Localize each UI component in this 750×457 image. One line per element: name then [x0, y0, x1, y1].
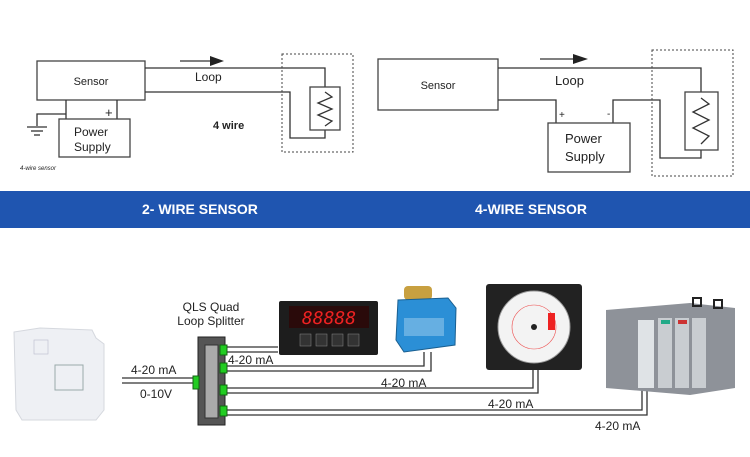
resistor-box: [684, 91, 719, 151]
loop-label: Loop: [555, 73, 584, 88]
loop-wire-top: [145, 67, 326, 90]
right-wiring-diagram: Sensor Loop Power Supply + -: [377, 49, 734, 177]
sensor-label: Sensor: [74, 76, 109, 88]
loop-splitter-diagram: 4-20 mA 0-10V QLS Quad Loop Splitter 4-2…: [13, 284, 735, 433]
section-banner: 2- WIRE SENSOR 4-WIRE SENSOR: [0, 191, 750, 228]
output-connector: [219, 344, 228, 356]
input-connector: [192, 375, 200, 390]
power-supply-label-2: Supply: [74, 140, 111, 154]
loop-wire-bottom: [145, 91, 326, 139]
loop-wire-minus: [612, 99, 702, 159]
ground-wire: [36, 113, 66, 126]
power-supply-box: [58, 118, 131, 158]
panel-meter-image: 88888: [279, 301, 378, 355]
splitter-label-2: Loop Splitter: [177, 314, 244, 328]
minus-label: -: [607, 109, 610, 120]
splitter-label-1: QLS Quad: [183, 300, 240, 314]
dashed-enclosure: [281, 53, 354, 153]
input-label-voltage: 0-10V: [140, 387, 172, 401]
wire-label: 4 wire: [213, 120, 244, 132]
arrow-icon: [573, 54, 588, 64]
plus-label: +: [559, 110, 565, 121]
chart-recorder-image: [486, 284, 582, 370]
plc-image: [606, 297, 735, 395]
power-supply-label-1: Power: [565, 131, 603, 146]
output-connector: [219, 362, 228, 374]
resistor-box: [309, 86, 341, 131]
output-label-recorder: 4-20 mA: [488, 397, 533, 411]
power-supply-label-2: Supply: [565, 149, 605, 164]
output-label-meter: 4-20 mA: [228, 353, 273, 367]
output-label-plc: 4-20 mA: [595, 419, 640, 433]
caption: 4-wire sensor: [20, 166, 57, 172]
power-supply-box: [547, 122, 631, 173]
din-rail-transmitter-image: [13, 327, 105, 421]
sensor-box: [36, 60, 146, 101]
ground-icon: [27, 126, 47, 136]
sensor-box: [377, 58, 499, 111]
arrow-icon: [210, 56, 224, 66]
output-label-valve: 4-20 mA: [381, 376, 426, 390]
output-connector: [219, 405, 228, 417]
resistor-icon: [316, 91, 334, 127]
input-label-current: 4-20 mA: [131, 363, 176, 377]
loop-wire-top: [498, 67, 702, 98]
power-supply-label-1: Power: [74, 125, 108, 139]
banner-title-right: 4-WIRE SENSOR: [475, 201, 588, 217]
resistor-icon: [691, 97, 711, 145]
output-wires: [227, 346, 648, 416]
banner-title-left: 2- WIRE SENSOR: [142, 201, 258, 217]
plus-label: +: [105, 105, 113, 120]
actuator-valve-image: [395, 286, 457, 353]
sensor-label: Sensor: [421, 80, 456, 92]
output-connector: [219, 384, 228, 396]
loop-label: Loop: [195, 70, 222, 84]
left-wiring-diagram: Sensor Loop 4 wire + Power Supply 4-wire…: [20, 53, 354, 172]
dashed-enclosure: [651, 49, 734, 177]
loop-wire-plus: [498, 99, 557, 123]
splitter-window: [204, 344, 219, 419]
meter-display: 88888: [302, 308, 356, 329]
